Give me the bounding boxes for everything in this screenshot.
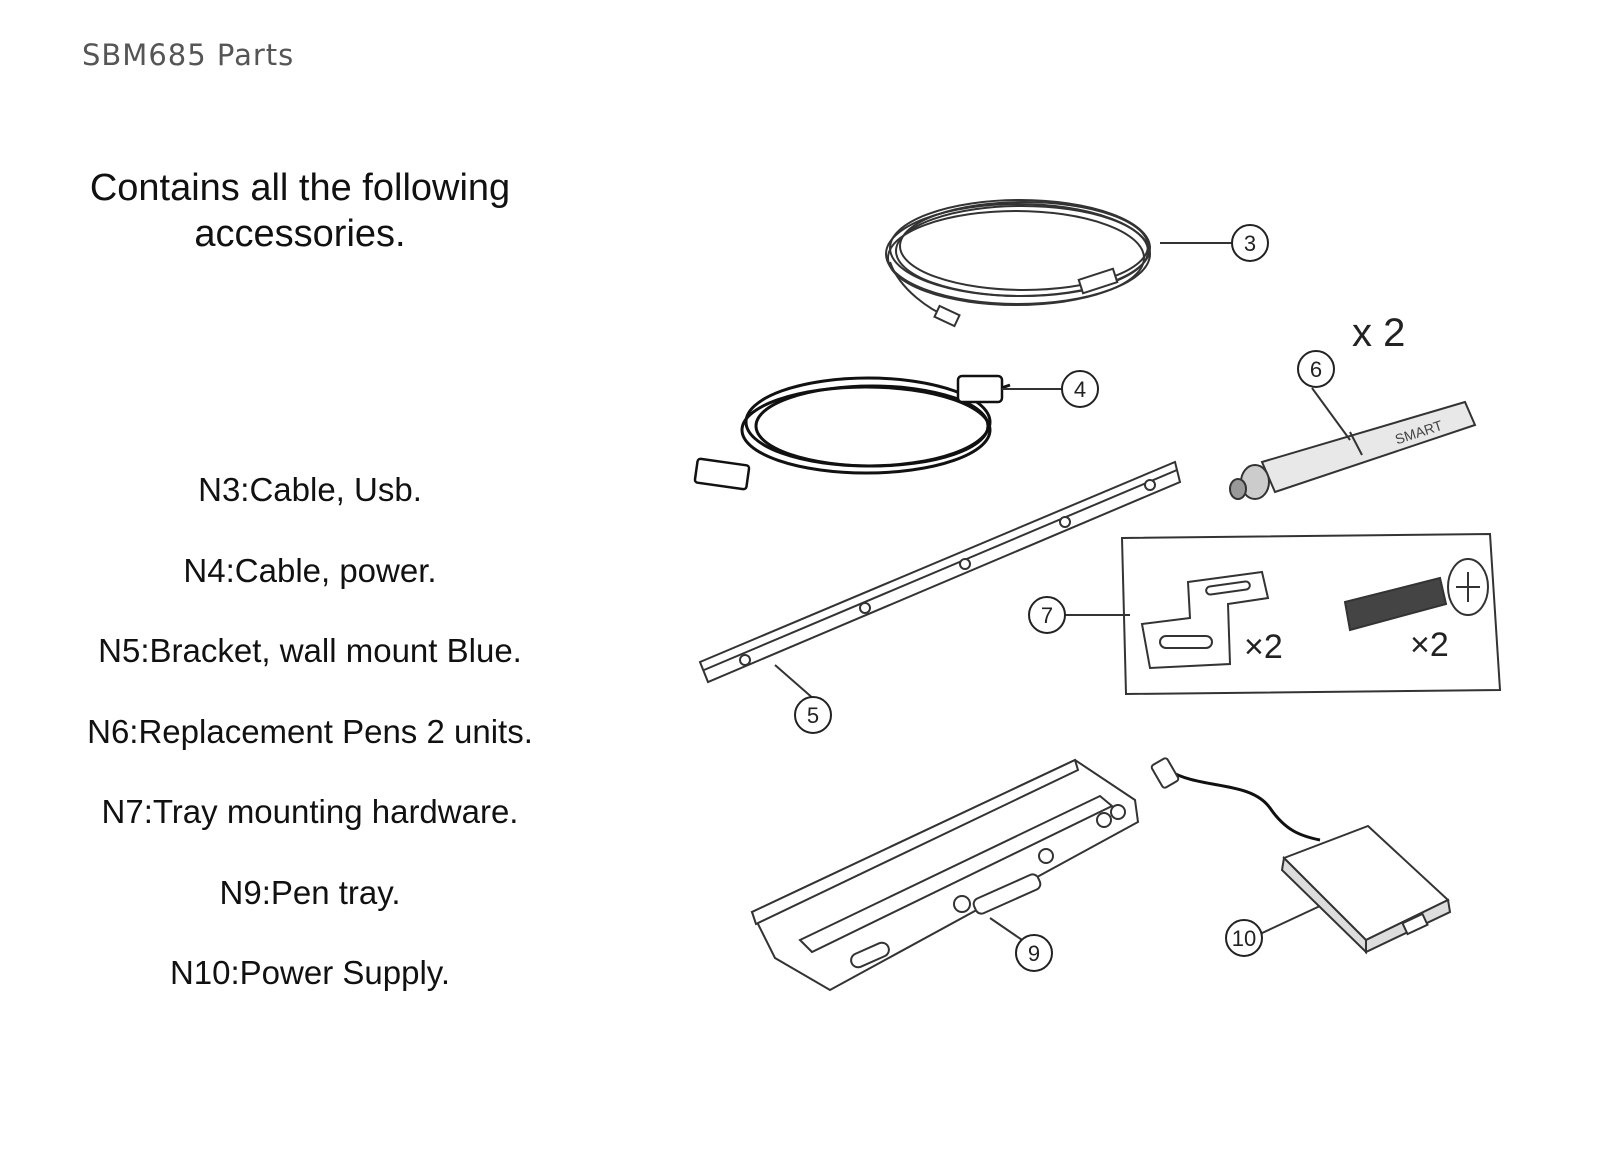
- part-item-wall-bracket: N5:Bracket, wall mount Blue.: [98, 632, 522, 669]
- svg-text:4: 4: [1074, 377, 1086, 402]
- callout-7: 7: [1028, 596, 1066, 634]
- pen-quantity-label: x 2: [1352, 311, 1405, 355]
- pen-illustration: SMART: [1229, 387, 1477, 500]
- callout-10: 10: [1225, 919, 1263, 957]
- part-item-usb-cable: N3:Cable, Usb.: [198, 471, 422, 508]
- part-item-power-supply: N10:Power Supply.: [169, 954, 451, 991]
- svg-text:7: 7: [1041, 603, 1053, 628]
- svg-text:10: 10: [1232, 926, 1256, 951]
- callout-6: 6: [1297, 350, 1335, 388]
- part-item-tray-hardware: N7:Tray mounting hardware.: [101, 793, 519, 830]
- intro-text: Contains all the following accessories.: [89, 167, 511, 255]
- screw-illustration: [1343, 558, 1489, 632]
- callout-4: 4: [1061, 370, 1099, 408]
- svg-text:9: 9: [1028, 941, 1040, 966]
- document-title: SBM685 Parts: [82, 38, 295, 72]
- wall-bracket-illustration: [698, 460, 1182, 701]
- hardware-box: [1065, 532, 1502, 696]
- svg-text:5: 5: [807, 703, 819, 728]
- power-cable-illustration: [693, 374, 1063, 491]
- part-item-pens: N6:Replacement Pens 2 units.: [87, 712, 533, 750]
- usb-cable-illustration: [885, 199, 1232, 328]
- parts-list: N3:Cable, Usb. N4:Cable, power. N5:Brack…: [40, 470, 580, 1034]
- bracket-clip-quantity: ×2: [1244, 628, 1283, 666]
- bracket-clip-illustration: [1140, 570, 1270, 670]
- callout-9: 9: [1015, 934, 1053, 972]
- svg-text:6: 6: [1310, 357, 1322, 382]
- part-item-pen-tray: N9:Pen tray.: [219, 873, 401, 911]
- svg-text:3: 3: [1244, 231, 1256, 256]
- power-supply-illustration: [1150, 757, 1452, 955]
- pen-tray-illustration: [750, 758, 1140, 992]
- callout-3: 3: [1231, 224, 1269, 262]
- screw-quantity: ×2: [1410, 626, 1449, 664]
- callout-5: 5: [794, 696, 832, 734]
- part-item-power-cable: N4:Cable, power.: [183, 551, 437, 589]
